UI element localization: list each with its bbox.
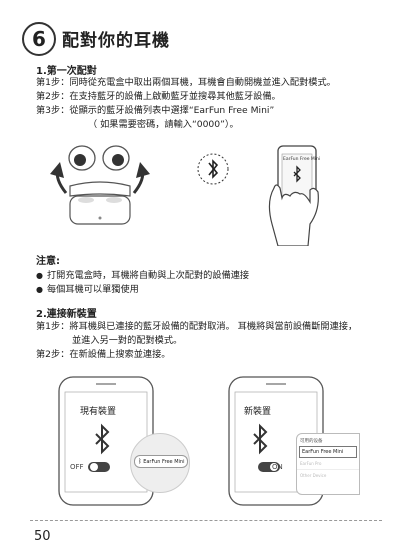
bluetooth-icon [253,423,268,455]
existing-device-phone [58,376,154,506]
left-earbud-icon [68,145,96,171]
new-device-title: 新裝置 [244,407,272,417]
step-text: 同時從充電盒中取出兩個耳機，耳機會自動開機並進入配對模式。 [69,77,336,88]
hand-icon [268,184,319,246]
sec1-step-3: 第3步：從顯示的藍牙設備列表中選擇“EarFun Free Mini” [36,104,274,118]
sec1-step-1: 第1步：同時從充電盒中取出兩個耳機，耳機會自動開機並進入配對模式。 [36,76,336,90]
page-number: 50 [34,529,51,544]
arrow-up-right-icon [136,162,150,178]
charging-case-icon [69,181,131,225]
bluetooth-icon [95,423,110,455]
sec2-step-1: 第1步：將耳機與已連接的藍牙設備的配對取消。 耳機將與當前設備斷開連接， [36,320,357,334]
bluetooth-small-icon: ᛒ [138,458,142,465]
hand-phone-illustration [268,145,319,246]
step-label: 第1步： [36,321,70,332]
step-label: 第1步： [36,77,70,88]
section-number: 6 [32,27,46,51]
device-list-item[interactable]: EarFun Free Mini [299,446,357,458]
device-list-item-faint: EarFun Pro [297,458,359,470]
phone-device-label: EarFun Free Mini [283,157,321,162]
step-text: 在支持藍牙的設備上啟動藍牙並搜尋其他藍牙設備。 [69,91,281,102]
bluetooth-pairing-icon [197,153,229,185]
sec1-step-3-note: （ 如果需要密碼，請輸入“0000”）。 [88,119,239,130]
note-title: 注意: [36,256,60,267]
step-label: 第3步： [36,105,70,116]
device-popup: ᛒ EarFun Free Mini [134,455,189,468]
device-list-item-faint: Other Device [300,473,327,478]
note-item: 打開充電盒時，耳機將自動與上次配對的設備連接 [36,267,249,281]
toggle-on-label: ON [272,463,283,471]
device-list-header: 可用的设备 [300,439,323,444]
step-text: 將耳機與已連接的藍牙設備的配對取消。 耳機將與當前設備斷開連接， [69,321,358,332]
section-number-badge: 6 [22,22,56,56]
device-list-zoom: 可用的设备 EarFun Free Mini EarFun Pro Other … [296,433,360,495]
page-title: 配對你的耳機 [62,31,170,51]
section-2-title: 2.連接新裝置 [36,309,97,320]
step-text: 在新設備上搜索並連接。 [69,349,171,360]
bluetooth-icon [293,165,301,183]
right-earbud-icon [102,145,130,171]
existing-device-title: 現有裝置 [80,407,117,417]
toggle-off-label: OFF [70,463,84,471]
earbuds-case-illustration [50,145,150,225]
step-label: 第2步： [36,91,70,102]
sec2-step-1-cont: 並進入另一對的配對模式。 [72,335,183,346]
sec1-step-2: 第2步：在支持藍牙的設備上啟動藍牙並搜尋其他藍牙設備。 [36,90,281,104]
step-label: 第2步： [36,349,70,360]
footer-divider [30,520,382,521]
note-item: 每個耳機可以單獨使用 [36,281,139,295]
section-1-title: 1.第一次配對 [36,66,97,77]
popup-device-name: EarFun Free Mini [143,459,185,465]
step-text: 從顯示的藍牙設備列表中選擇“EarFun Free Mini” [69,105,275,116]
arrow-up-left-icon [50,162,64,178]
sec2-step-2: 第2步：在新設備上搜索並連接。 [36,348,170,362]
